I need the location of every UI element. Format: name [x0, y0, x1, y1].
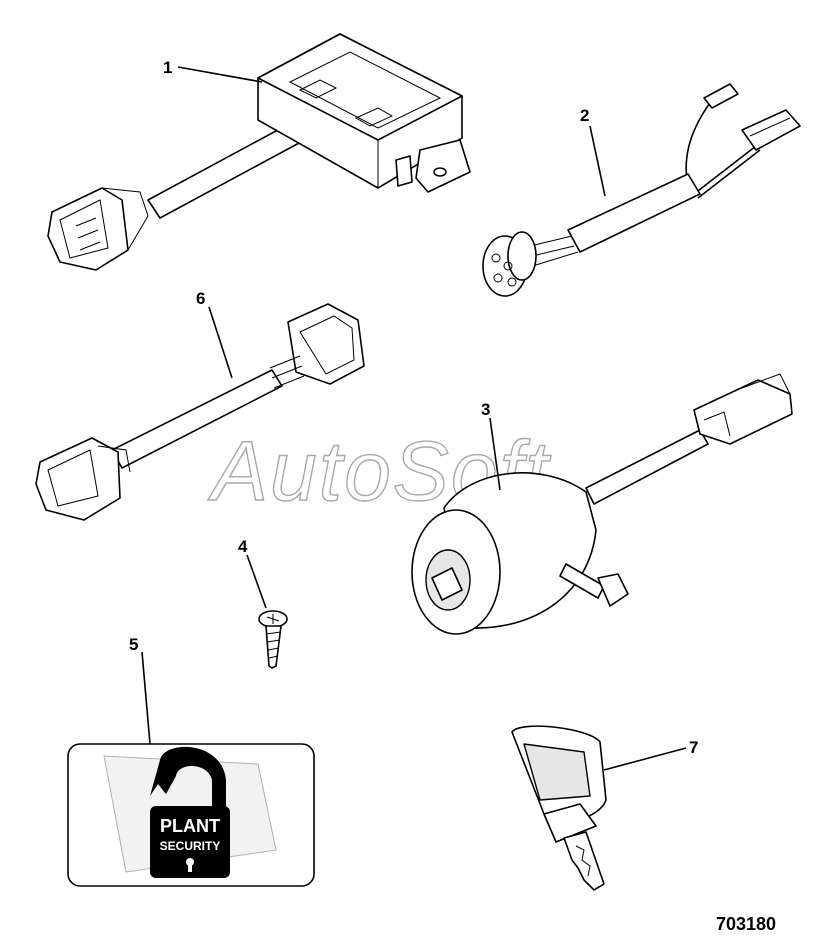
leader-line-4	[246, 554, 267, 609]
part-7-key	[511, 725, 607, 891]
part-6-adapter-harness	[35, 303, 365, 521]
leader-line-5	[141, 651, 151, 745]
leader-line-1	[177, 66, 263, 83]
callout-1: 1	[163, 58, 172, 77]
callout-4: 4	[238, 537, 248, 556]
part-3-ignition-switch	[411, 373, 793, 635]
decal-line-1: PLANT	[160, 816, 220, 836]
leader-line-6	[208, 306, 233, 379]
callout-2: 2	[580, 106, 589, 125]
callout-3: 3	[481, 400, 490, 419]
decal-line-2: SECURITY	[160, 839, 221, 853]
part-2-switch-harness	[482, 83, 801, 297]
part-4-screw	[258, 610, 288, 669]
leader-line-7	[603, 747, 687, 771]
callout-7: 7	[689, 738, 698, 757]
figure-reference-number: 703180	[716, 914, 776, 934]
callout-5: 5	[129, 635, 138, 654]
leader-line-3	[489, 417, 501, 491]
part-5-plant-security-decal: PLANT SECURITY	[67, 743, 315, 887]
part-1-control-module	[47, 33, 471, 271]
callout-6: 6	[196, 289, 205, 308]
padlock-shackle-icon	[150, 746, 226, 808]
leader-line-2	[589, 125, 606, 197]
padlock-body-icon	[150, 806, 230, 878]
